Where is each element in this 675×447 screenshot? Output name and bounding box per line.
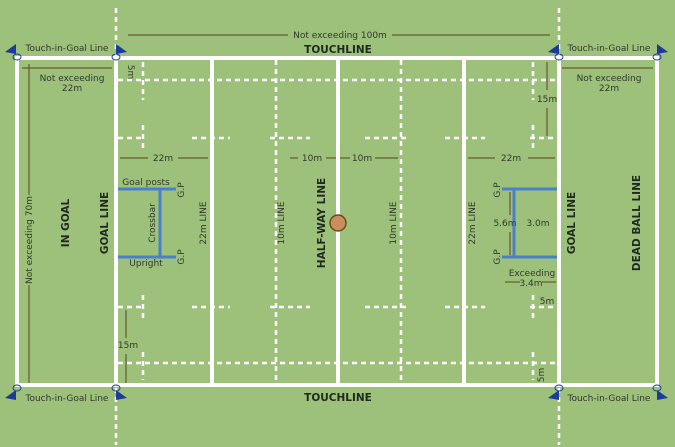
halfway-label: HALF-WAY LINE — [316, 178, 328, 268]
line-10-right-label: 10m LINE — [389, 201, 399, 244]
line-22-right-label: 22m LINE — [468, 201, 478, 244]
corner-flag-icon — [111, 384, 127, 400]
corner-flag-icon — [548, 44, 564, 61]
in-goal-label: IN GOAL — [60, 198, 72, 247]
touch-in-goal-bl: Touch-in-Goal Line — [25, 394, 109, 404]
ball-icon — [329, 214, 347, 232]
gp-label: G.P — [493, 182, 503, 198]
post-height-label: 3.4m — [519, 279, 542, 289]
d5-bottom-right: 5m — [537, 368, 547, 383]
d15-left: 15m — [118, 341, 138, 351]
corner-flag-icon — [652, 384, 668, 400]
touchline-bottom-label: TOUCHLINE — [304, 392, 372, 404]
crossbar-label: Crossbar — [148, 203, 158, 243]
in-goal-depth-left-value: 22m — [62, 84, 82, 94]
d10-right: 10m — [352, 154, 372, 164]
goal-posts-right — [502, 187, 557, 259]
goal-posts-left — [118, 187, 176, 259]
dead-ball-label: DEAD BALL LINE — [631, 175, 643, 271]
post-gap-label: 5.6m — [493, 219, 516, 229]
corner-flag-icon — [548, 384, 564, 400]
width-label: Not exceeding 70m — [25, 196, 35, 284]
exceeding-label: Exceeding — [509, 269, 556, 279]
corner-flag-icon — [5, 384, 22, 400]
goal-posts-label: Goal posts — [122, 178, 170, 188]
gp-label: G.P — [177, 249, 187, 265]
d5-top-left: 5m — [125, 65, 135, 80]
line-10-left-label: 10m LINE — [277, 201, 287, 244]
length-label: Not exceeding 100m — [293, 31, 387, 41]
labels: Not exceeding 100m TOUCHLINE TOUCHLINE T… — [25, 31, 651, 404]
touch-in-goal-tl: Touch-in-Goal Line — [25, 44, 109, 54]
line-22-left-label: 22m LINE — [199, 201, 209, 244]
corner-flags — [5, 44, 668, 400]
crossbar-height-label: 3.0m — [526, 219, 549, 229]
goal-line-right-label: GOAL LINE — [566, 192, 578, 254]
dimension-arrows — [22, 34, 653, 383]
touch-in-goal-tr: Touch-in-Goal Line — [567, 44, 651, 54]
d5-right: 5m — [540, 297, 555, 307]
corner-flag-icon — [652, 44, 668, 61]
in-goal-depth-right: Not exceeding — [577, 74, 642, 84]
gp-label: G.P — [177, 182, 187, 198]
in-goal-depth-right-value: 22m — [599, 84, 619, 94]
touchline-top-label: TOUCHLINE — [304, 44, 372, 56]
d10-left: 10m — [302, 154, 322, 164]
goal-line-left-label: GOAL LINE — [99, 192, 111, 254]
line-15-marks — [118, 136, 557, 309]
corner-flag-icon — [5, 44, 22, 61]
upright-label: Upright — [129, 259, 163, 269]
in-goal-depth-left: Not exceeding — [40, 74, 105, 84]
touch-in-goal-br: Touch-in-Goal Line — [567, 394, 651, 404]
corner-flag-icon — [111, 44, 127, 61]
d15-right: 15m — [537, 95, 557, 105]
d22-left: 22m — [153, 154, 173, 164]
d22-right: 22m — [501, 154, 521, 164]
gp-label: G.P — [493, 249, 503, 265]
